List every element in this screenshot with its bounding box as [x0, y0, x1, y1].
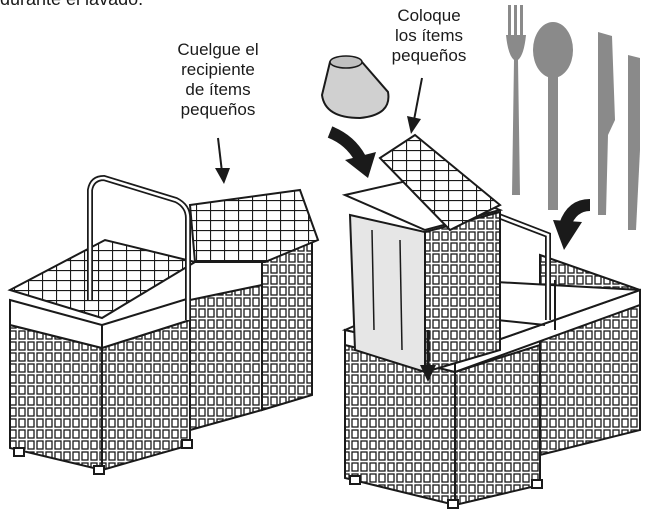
knife-2-icon	[628, 55, 640, 230]
fork-icon	[506, 5, 526, 195]
cutlery-group	[506, 5, 640, 230]
right-basket-side-face	[454, 343, 541, 507]
down-arrow-place-label	[407, 77, 423, 134]
top-caption: durante el lavado.	[0, 0, 143, 9]
hang-holder-label: Cuelgue el recipiente de ítems pequeños	[177, 40, 259, 119]
holder-lid	[378, 133, 502, 232]
down-arrow-holder	[420, 330, 436, 382]
small-items-holder	[341, 133, 504, 374]
holder-front-face	[348, 213, 426, 374]
curved-arrow-right	[553, 199, 591, 250]
down-arrow-left	[215, 137, 230, 184]
knife-icon	[598, 32, 615, 215]
spoon-icon	[533, 22, 573, 210]
funnel-item	[320, 55, 390, 120]
holder-side-face	[424, 210, 501, 374]
place-items-label: Coloque los ítems pequeños	[391, 6, 467, 65]
left-basket-top-grid	[7, 238, 198, 320]
curved-arrow-funnel	[327, 126, 376, 178]
left-cutlery-basket	[7, 174, 320, 475]
